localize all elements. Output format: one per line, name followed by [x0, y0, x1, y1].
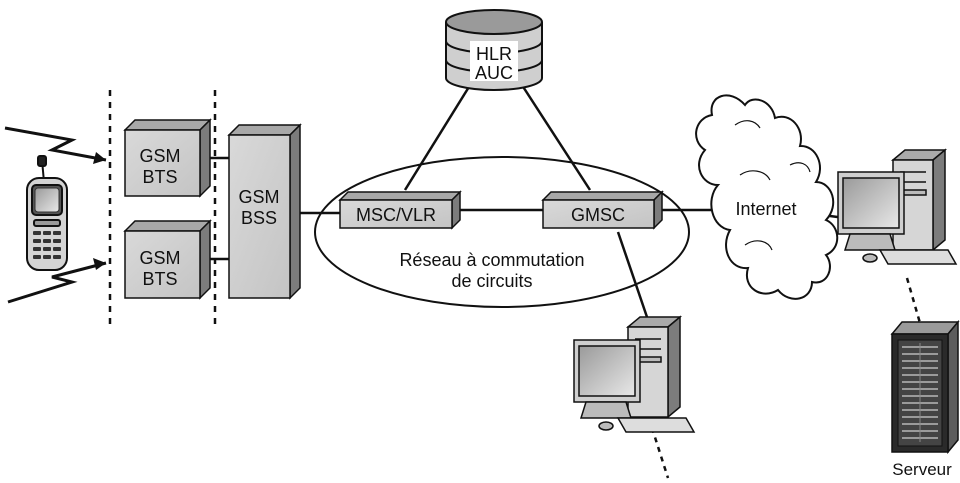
- msc-vlr-label: MSC/VLR: [356, 205, 436, 225]
- network-label-line1: Réseau à commutation: [399, 250, 584, 270]
- msc-vlr-switch: MSC/VLR: [338, 190, 462, 230]
- bts-bottom-label-line1: GSM: [139, 248, 180, 268]
- gsm-bts-bottom: GSM BTS: [123, 219, 212, 300]
- server-tower-icon: [890, 319, 960, 455]
- hlr-auc-database-icon: HLR AUC: [445, 9, 543, 91]
- mobile-phone-icon: [26, 155, 68, 271]
- bts-top-label-line2: BTS: [142, 167, 177, 187]
- hlr-label-line2: AUC: [475, 63, 513, 83]
- circuit-switched-network: [314, 156, 690, 308]
- bts-top-label-line1: GSM: [139, 146, 180, 166]
- gsm-bss: GSM BSS: [227, 123, 302, 300]
- radio-link-bottom-icon: [7, 258, 107, 304]
- gsm-bts-top: GSM BTS: [123, 118, 212, 198]
- network-label-line2: de circuits: [451, 271, 532, 291]
- internet-cloud-icon: Internet: [695, 94, 839, 300]
- bts-bottom-label-line2: BTS: [142, 269, 177, 289]
- bss-label-line2: BSS: [241, 208, 277, 228]
- gmsc-switch: GMSC: [541, 190, 664, 230]
- bss-label-line1: GSM: [238, 187, 279, 207]
- server-label: Serveur: [892, 460, 952, 479]
- gmsc-label: GMSC: [571, 205, 625, 225]
- internet-label: Internet: [735, 199, 796, 219]
- dashed-links: [650, 277, 924, 479]
- desktop-computer-right-icon: [837, 148, 958, 265]
- hlr-label-line1: HLR: [476, 44, 512, 64]
- radio-link-top-icon: [4, 126, 107, 164]
- desktop-computer-bottom-icon: [573, 315, 696, 433]
